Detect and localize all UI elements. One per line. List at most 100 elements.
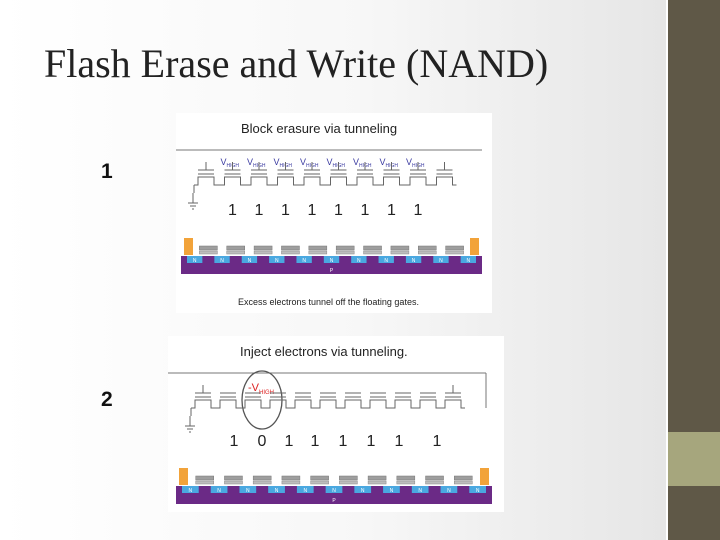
n-region [296, 256, 312, 263]
floating-gate [199, 250, 218, 255]
n-region [383, 486, 400, 493]
channel-line [194, 176, 457, 186]
control-gate [252, 475, 272, 481]
n-region [411, 486, 429, 493]
n-region [460, 256, 476, 263]
gate-voltage-label: VHIGH [327, 157, 346, 169]
floating-gate [335, 250, 355, 255]
gate-voltage-label: VHIGH [380, 157, 399, 169]
n-region [296, 486, 314, 493]
ground-icon [188, 202, 198, 210]
control-gate [335, 245, 355, 251]
n-region [239, 486, 257, 493]
n-region [269, 256, 285, 263]
n-region-label: N [361, 488, 365, 494]
n-region-label: N [275, 488, 279, 494]
n-region-label: N [303, 488, 307, 494]
control-gate [195, 475, 214, 481]
n-region-label: N [390, 488, 394, 494]
ground-icon [185, 425, 195, 433]
floating-gate [252, 480, 272, 485]
n-region-label: N [332, 488, 336, 494]
floating-gate [454, 480, 473, 485]
floating-gate [390, 250, 410, 255]
write-heading: Inject electrons via tunneling. [240, 344, 408, 359]
control-gate [418, 245, 437, 251]
bit-value: 1 [433, 433, 442, 450]
n-region-label: N [476, 488, 480, 494]
gate-voltage-label: VHIGH [247, 157, 266, 169]
n-region [440, 486, 458, 493]
n-region [241, 256, 258, 263]
n-region-label: N [189, 488, 193, 494]
bit-value: 1 [361, 202, 370, 219]
floating-gate [396, 480, 416, 485]
drain-contact [480, 468, 489, 485]
n-region-label: N [193, 258, 197, 264]
control-gate [339, 475, 358, 481]
n-region [354, 486, 372, 493]
n-region-label: N [384, 258, 388, 264]
floating-gate [224, 480, 243, 485]
n-region [469, 486, 486, 493]
slide-title: Flash Erase and Write (NAND) [44, 41, 549, 86]
floating-gate [253, 250, 273, 255]
n-region-label: N [467, 258, 471, 264]
control-gate [281, 245, 300, 251]
floating-gate [339, 480, 358, 485]
n-region-label: N [217, 488, 221, 494]
n-region-label: N [357, 258, 361, 264]
bit-value: 1 [285, 433, 294, 450]
n-region-label: N [246, 488, 250, 494]
n-region [405, 256, 422, 263]
erase-caption: Excess electrons tunnel off the floating… [238, 297, 419, 307]
n-region-label: N [447, 488, 451, 494]
step-1-number: 1 [101, 160, 113, 183]
control-gate [363, 245, 382, 251]
n-region-label: N [330, 258, 334, 264]
bit-value: 1 [334, 202, 343, 219]
floating-gate [281, 480, 301, 485]
n-region-label: N [418, 488, 422, 494]
control-gate [445, 245, 464, 251]
erase-gate-labels: VHIGHVHIGHVHIGHVHIGHVHIGHVHIGHVHIGHVHIGH [221, 157, 425, 169]
bit-value: 1 [387, 202, 396, 219]
n-region [182, 486, 199, 493]
bit-value: 0 [258, 433, 267, 450]
source-contact [179, 468, 188, 485]
drain-contact [470, 238, 479, 255]
floating-gate [310, 480, 329, 485]
write-diagram: Inject electrons via tunneling. -VHIGH 1… [168, 336, 504, 512]
p-substrate-label: P [330, 268, 334, 274]
p-substrate-label: P [332, 498, 336, 504]
erase-diagram-svg: Block erasure via tunneling VHIGH VHIGH VH… [176, 121, 482, 307]
n-region [433, 256, 449, 263]
erase-heading: Block erasure via tunneling [241, 121, 397, 136]
bit-value: 1 [395, 433, 404, 450]
sidebar-divider [666, 0, 668, 540]
write-diagram-svg: Inject electrons via tunneling. -VHIGH 1… [168, 344, 492, 504]
sidebar-accent [668, 432, 720, 486]
n-region [325, 486, 343, 493]
control-gate [226, 245, 245, 251]
control-gate [224, 475, 243, 481]
bit-value: 1 [281, 202, 290, 219]
bit-value: 1 [311, 433, 320, 450]
gate-voltage-label: VHIGH [221, 157, 240, 169]
write-gate-voltage: -VHIGH [248, 382, 274, 396]
bit-value: 1 [228, 202, 237, 219]
control-gate [310, 475, 329, 481]
control-gate [390, 245, 410, 251]
write-nand-string [190, 385, 465, 416]
n-region [351, 256, 367, 263]
control-gate [199, 245, 218, 251]
gate-voltage-label: VHIGH [300, 157, 319, 169]
floating-gate [308, 250, 328, 255]
bit-value: 1 [414, 202, 423, 219]
n-region-label: N [275, 258, 279, 264]
floating-gate [195, 480, 214, 485]
